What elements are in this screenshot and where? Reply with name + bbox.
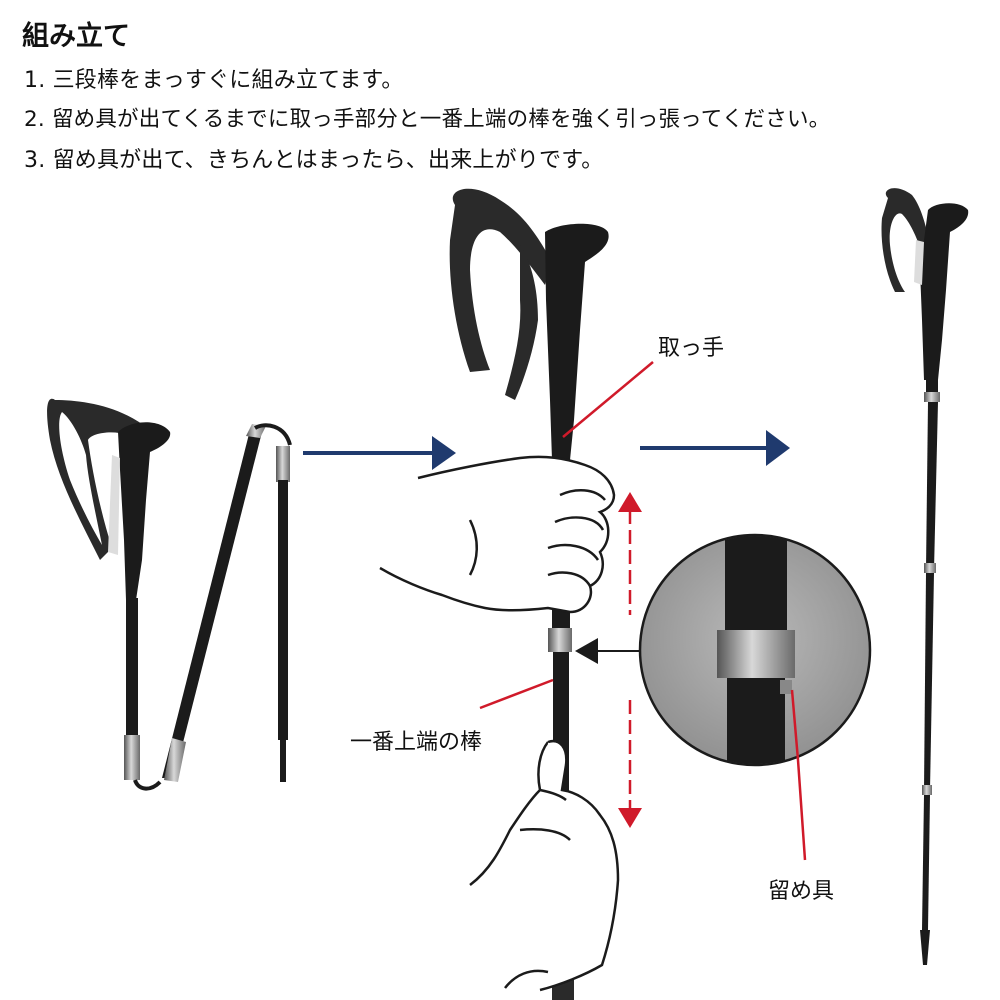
instruction-step-3: 3. 留め具が出て、きちんとはまったら、出来上がりです。 <box>24 148 604 173</box>
page-title: 組み立て <box>22 21 130 52</box>
pull-direction-arrow <box>618 492 642 828</box>
lower-hand-illustration <box>469 739 620 992</box>
instruction-step-2: 2. 留め具が出てくるまでに取っ手部分と一番上端の棒を強く引っ張ってください。 <box>24 107 831 132</box>
label-clasp: 留め具 <box>768 879 835 904</box>
upper-hand-illustration <box>379 455 616 614</box>
label-grip: 取っ手 <box>658 336 725 361</box>
assembled-pole <box>881 188 969 965</box>
clasp-zoom-view <box>638 533 872 767</box>
folded-pole <box>47 398 292 791</box>
callout-lines <box>479 361 807 861</box>
label-top-rod: 一番上端の棒 <box>350 730 483 755</box>
instruction-step-1: 1. 三段棒をまっすぐに組み立てます。 <box>24 68 404 93</box>
right-arrow-icon <box>303 436 456 470</box>
right-arrow-icon <box>640 430 790 466</box>
